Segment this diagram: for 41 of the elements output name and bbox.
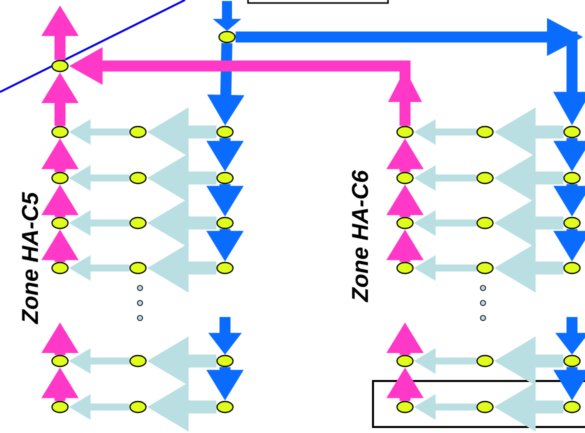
junction-oval	[476, 216, 494, 230]
junction-oval	[51, 354, 69, 368]
junction-oval	[51, 60, 69, 72]
zone-label: Zone HA-C5	[22, 192, 38, 324]
junction-oval	[218, 30, 236, 44]
junction-oval	[476, 400, 494, 414]
junction-oval	[216, 400, 234, 414]
junction-oval	[129, 262, 147, 274]
junction-oval	[129, 126, 147, 138]
junction-oval	[216, 126, 234, 138]
junction-oval	[396, 354, 414, 368]
junction-oval	[396, 126, 414, 138]
junction-oval	[129, 400, 147, 414]
junction-oval	[563, 126, 581, 138]
junction-oval	[563, 172, 581, 184]
junction-oval	[129, 172, 147, 184]
junction-oval	[563, 216, 581, 230]
junction-oval	[51, 400, 69, 414]
junction-oval	[476, 172, 494, 184]
junction-oval	[129, 216, 147, 230]
frame-box	[247, 0, 389, 4]
junction-oval	[51, 216, 69, 230]
junction-oval	[396, 216, 414, 230]
junction-oval	[396, 262, 414, 274]
junction-oval	[563, 400, 581, 414]
junction-oval	[129, 354, 147, 368]
junction-oval	[51, 172, 69, 184]
junction-oval	[216, 216, 234, 230]
zone-label: Zone HA-C6	[352, 170, 368, 302]
junction-oval	[396, 172, 414, 184]
junction-oval	[476, 354, 494, 368]
junction-oval	[51, 126, 69, 138]
junction-oval	[563, 354, 581, 368]
junction-oval	[216, 172, 234, 184]
junction-oval	[476, 126, 494, 138]
junction-oval	[216, 354, 234, 368]
junction-oval	[396, 400, 414, 414]
junction-oval	[476, 262, 494, 274]
junction-oval	[51, 262, 69, 274]
junction-oval	[216, 262, 234, 274]
junction-oval	[563, 262, 581, 274]
